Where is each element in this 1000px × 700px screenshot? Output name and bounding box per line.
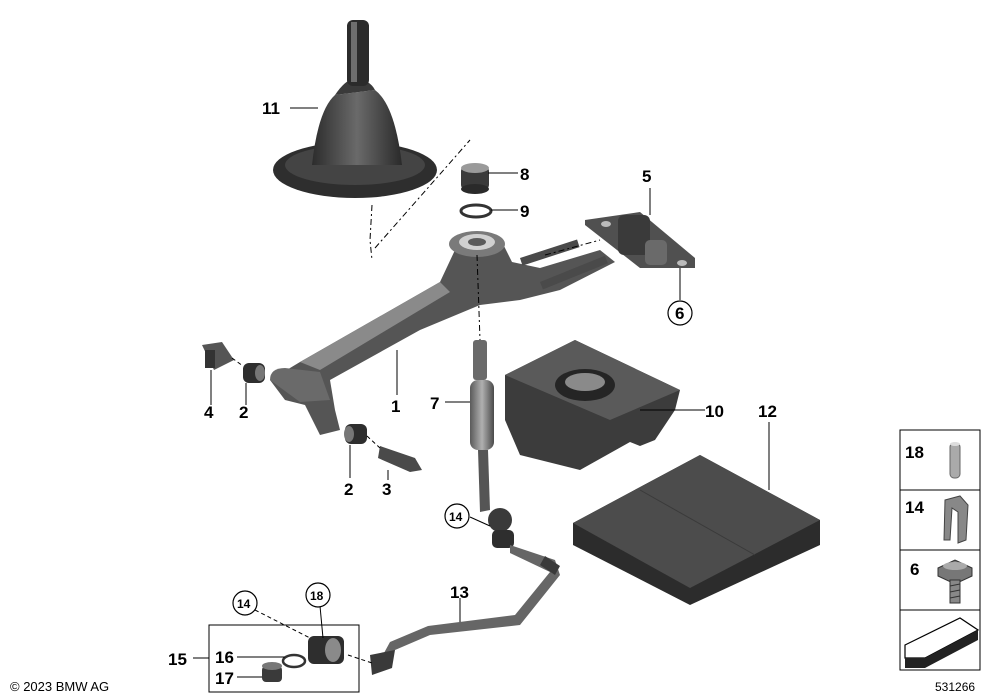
callout-5: 5 <box>642 167 651 186</box>
callout-10: 10 <box>705 402 724 421</box>
callout-4: 4 <box>204 403 214 422</box>
callout-8: 8 <box>520 165 529 184</box>
leader-lines <box>193 107 770 678</box>
callout-13: 13 <box>450 583 469 602</box>
callout-6: 6 <box>675 304 684 323</box>
callout-14-b: 14 <box>237 597 251 611</box>
shift-rod-part <box>370 545 560 675</box>
callout-17: 17 <box>215 669 234 688</box>
copyright-text: © 2023 BMW AG <box>10 679 110 694</box>
arrow-icon <box>904 617 980 668</box>
selector-rod-part <box>470 340 514 548</box>
pin-icon <box>949 442 961 479</box>
bracket-part <box>585 212 695 268</box>
callout-3: 3 <box>382 480 391 499</box>
shift-housing-part <box>270 231 615 435</box>
insulation-mat-part <box>573 455 820 605</box>
clip-icon <box>943 495 969 544</box>
callout-2-right: 2 <box>344 480 353 499</box>
callout-14-a: 14 <box>449 510 463 524</box>
callout-12: 12 <box>758 402 777 421</box>
legend-label-14: 14 <box>905 498 924 517</box>
callout-circle-18 <box>305 582 331 608</box>
pin-3-part <box>378 446 422 472</box>
bushing-2-right-part <box>344 424 367 444</box>
callout-circle-6 <box>667 300 693 326</box>
callout-2-left: 2 <box>239 403 248 422</box>
callout-15: 15 <box>168 650 187 669</box>
pin-4-part <box>202 342 234 370</box>
callout-7: 7 <box>430 394 439 413</box>
legend-box: 18 14 6 <box>899 429 981 671</box>
housing-base-part <box>505 340 680 470</box>
callout-circle-14-a <box>444 503 470 529</box>
ring-16-part <box>281 653 307 669</box>
callout-18: 18 <box>310 589 324 603</box>
callout-11: 11 <box>262 99 280 118</box>
legend-label-18: 18 <box>905 443 924 462</box>
diagram-id: 531266 <box>935 680 976 694</box>
bushing-18-part <box>308 636 344 664</box>
callout-1: 1 <box>391 397 400 416</box>
gear-boot-part <box>273 20 437 198</box>
callout-circle-14-b <box>232 590 258 616</box>
callout-16: 16 <box>215 648 234 667</box>
nut-part <box>461 163 489 194</box>
callout-9: 9 <box>520 202 529 221</box>
o-ring-part <box>459 203 493 219</box>
bolt-icon <box>937 559 973 604</box>
cap-17-part <box>262 662 282 682</box>
legend-label-6: 6 <box>910 560 919 579</box>
bushing-2-left-part <box>243 363 265 383</box>
